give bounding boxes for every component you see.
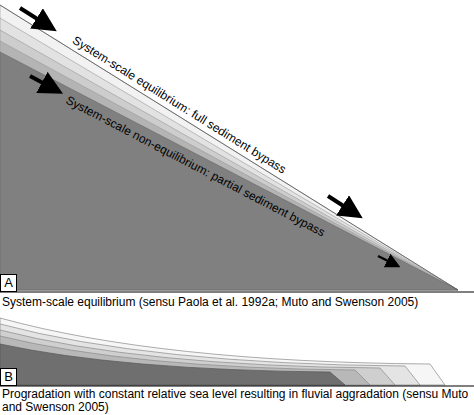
panel-caption: System-scale equilibrium (sensu Paola et… [2,295,418,309]
layer [0,30,458,290]
panel-letter: A [0,274,17,292]
panel-letter: B [0,368,17,386]
layer [0,18,458,290]
layer [0,324,420,385]
layer [0,41,458,290]
panel-border [0,292,474,293]
layer [0,5,458,290]
surface-line [0,5,458,290]
flow-arrow [378,256,396,265]
layer [0,336,370,385]
basement-wedge [0,52,458,290]
layer [0,330,395,385]
flow-arrow [30,76,56,90]
layer [0,318,445,385]
panel-caption: Progradation with constant relative sea … [2,388,472,414]
basement-wedge [0,344,345,385]
flow-arrow [20,8,50,27]
flow-arrow [328,196,356,214]
panel-border [0,386,474,387]
